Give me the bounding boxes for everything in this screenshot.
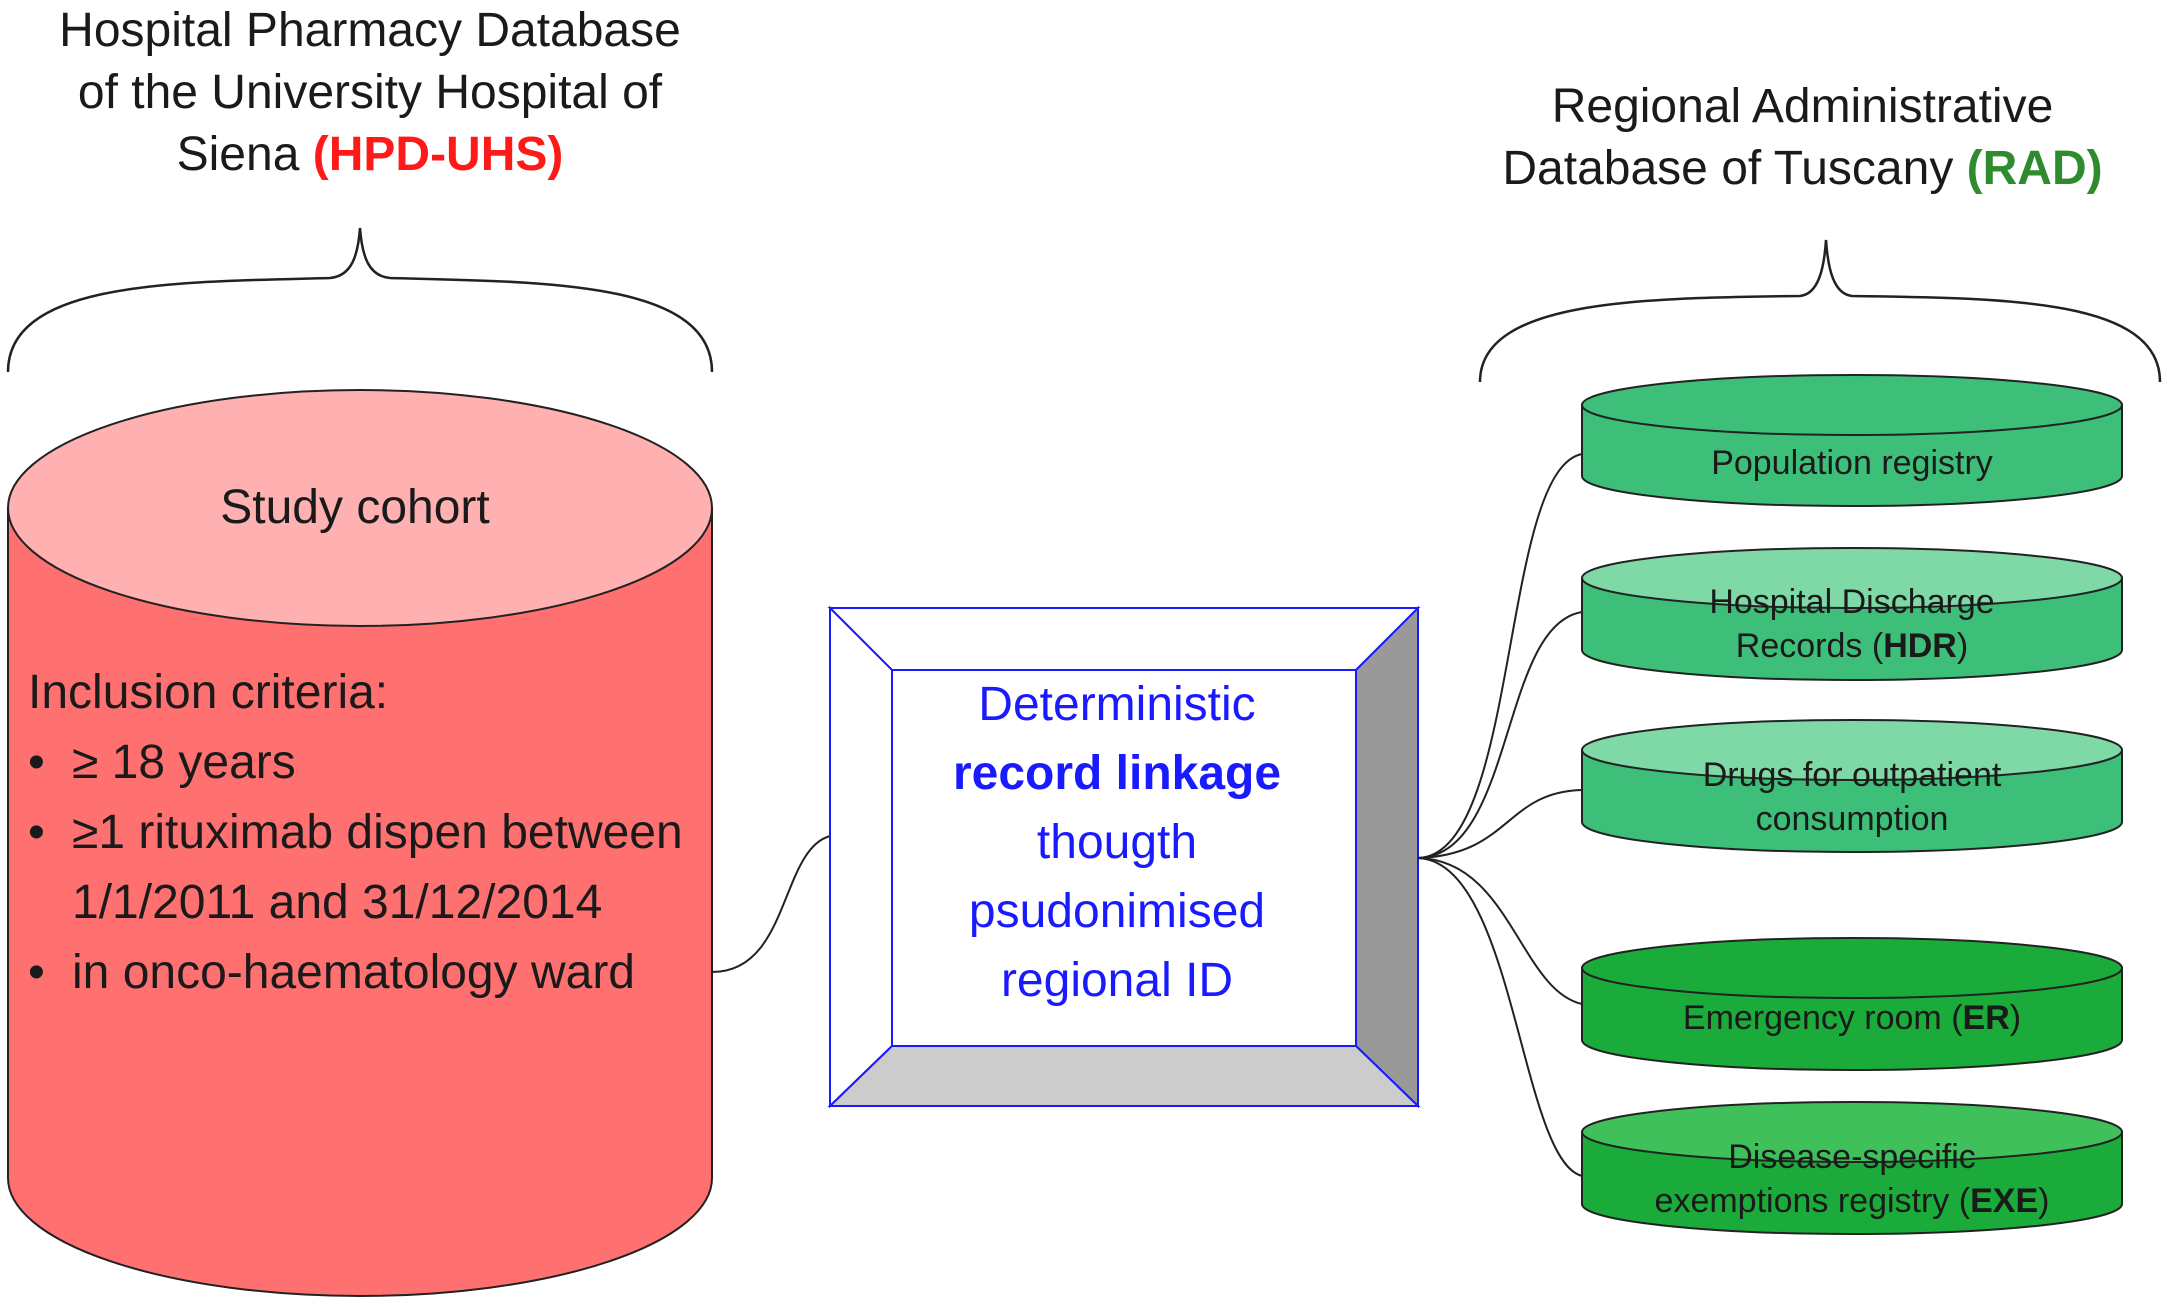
cohort-cylinder-top — [7, 389, 713, 627]
hpd-title-line3-row: Siena (HPD-UHS) — [0, 124, 740, 186]
criteria-list: ≥ 18 years ≥1 rituximab dispen between 1… — [28, 728, 718, 1008]
hpd-acronym: (HPD-UHS) — [312, 128, 564, 181]
rad-label-line2: exemptions registry — [1654, 1182, 1950, 1220]
rad-label-line2-row: exemptions registry (EXE) — [1654, 1182, 2050, 1220]
bevel-right — [1355, 605, 1419, 1109]
rad-cylinder-hdr — [1581, 547, 2123, 681]
rad-cylinder-population — [1581, 374, 2123, 507]
rad-label-line1: Emergency room — [1682, 999, 1942, 1037]
rad-label-line2: Records — [1735, 627, 1863, 665]
connector-exe — [1417, 857, 1583, 1177]
connector-hdr — [1417, 611, 1583, 859]
linkage-line5: regional ID — [1000, 954, 1234, 1007]
linkage-line2-bold: record linkage — [952, 747, 1282, 800]
bevel-bottom — [827, 1045, 1421, 1107]
hpd-title-line3: Siena — [176, 128, 300, 181]
rad-acronym: (RAD) — [1966, 142, 2103, 195]
rad-label-row: Emergency room (ER) — [1682, 999, 2022, 1037]
rad-label-acronym: EXE — [1970, 1182, 2039, 1220]
rad-brace — [1478, 239, 2162, 383]
rad-title-line1: Regional Administrative — [1551, 80, 2054, 133]
hpd-title: Hospital Pharmacy Database of the Univer… — [0, 0, 740, 186]
rad-cylinder-er — [1581, 937, 2123, 1071]
linkage-text: Deterministic record linkage thougth psu… — [893, 670, 1341, 1015]
rad-label-hdr: Hospital Discharge Records (HDR) — [1582, 580, 2122, 668]
criteria-item: in onco-haematology ward — [28, 938, 718, 1008]
rad-label-line2-row: Records (HDR) — [1735, 627, 1969, 665]
rad-label-acronym: HDR — [1883, 627, 1957, 665]
inclusion-criteria: Inclusion criteria: ≥ 18 years ≥1 rituxi… — [28, 658, 718, 1008]
criteria-heading: Inclusion criteria: — [28, 666, 389, 719]
bevel-left — [829, 605, 893, 1109]
bevel-face — [891, 669, 1357, 1047]
linkage-line2: record linkage — [893, 739, 1341, 808]
rad-label-line1: Population registry — [1711, 444, 1993, 482]
linkage-line1: Deterministic — [978, 678, 1256, 731]
rad-label-exe: Disease-specific exemptions registry (EX… — [1582, 1135, 2122, 1223]
cohort-to-linkage-connector — [711, 835, 831, 973]
rad-label-line1: Disease-specific — [1728, 1138, 1976, 1176]
rad-cylinder-exe — [1581, 1101, 2123, 1235]
rad-label-acronym: ER — [1962, 999, 2010, 1037]
hpd-title-line2: of the University Hospital of — [77, 66, 663, 119]
rad-title: Regional Administrative Database of Tusc… — [1440, 76, 2165, 200]
rad-label-line1: Drugs for outpatient — [1702, 756, 2002, 794]
rad-label-line1: Hospital Discharge — [1709, 583, 1995, 621]
bevel-top — [827, 607, 1421, 671]
study-cohort-label: Study cohort — [220, 481, 490, 534]
linkage-line4: psudonimised — [968, 885, 1266, 938]
linkage-to-rad-connectors — [1417, 453, 1583, 1177]
rad-title-line2: Database of Tuscany — [1502, 142, 1954, 195]
rad-label-line2: consumption — [1755, 800, 1949, 838]
hpd-brace — [6, 227, 714, 373]
criteria-item: ≥ 18 years — [28, 728, 718, 798]
rad-label-er: Emergency room (ER) — [1582, 996, 2122, 1040]
record-linkage-box — [827, 605, 1421, 1109]
connector-drugs — [1417, 789, 1583, 859]
rad-label-drugs: Drugs for outpatient consumption — [1582, 753, 2122, 841]
rad-title-line2-row: Database of Tuscany (RAD) — [1440, 138, 2165, 200]
hpd-title-line1: Hospital Pharmacy Database — [59, 4, 681, 57]
connector-population — [1417, 453, 1583, 859]
criteria-item: ≥1 rituximab dispen between 1/1/2011 and… — [28, 798, 718, 938]
connector-er — [1417, 857, 1583, 1005]
linkage-line3: thougth — [1036, 816, 1198, 869]
rad-cylinder-drugs — [1581, 719, 2123, 853]
rad-label-population: Population registry — [1582, 441, 2122, 485]
